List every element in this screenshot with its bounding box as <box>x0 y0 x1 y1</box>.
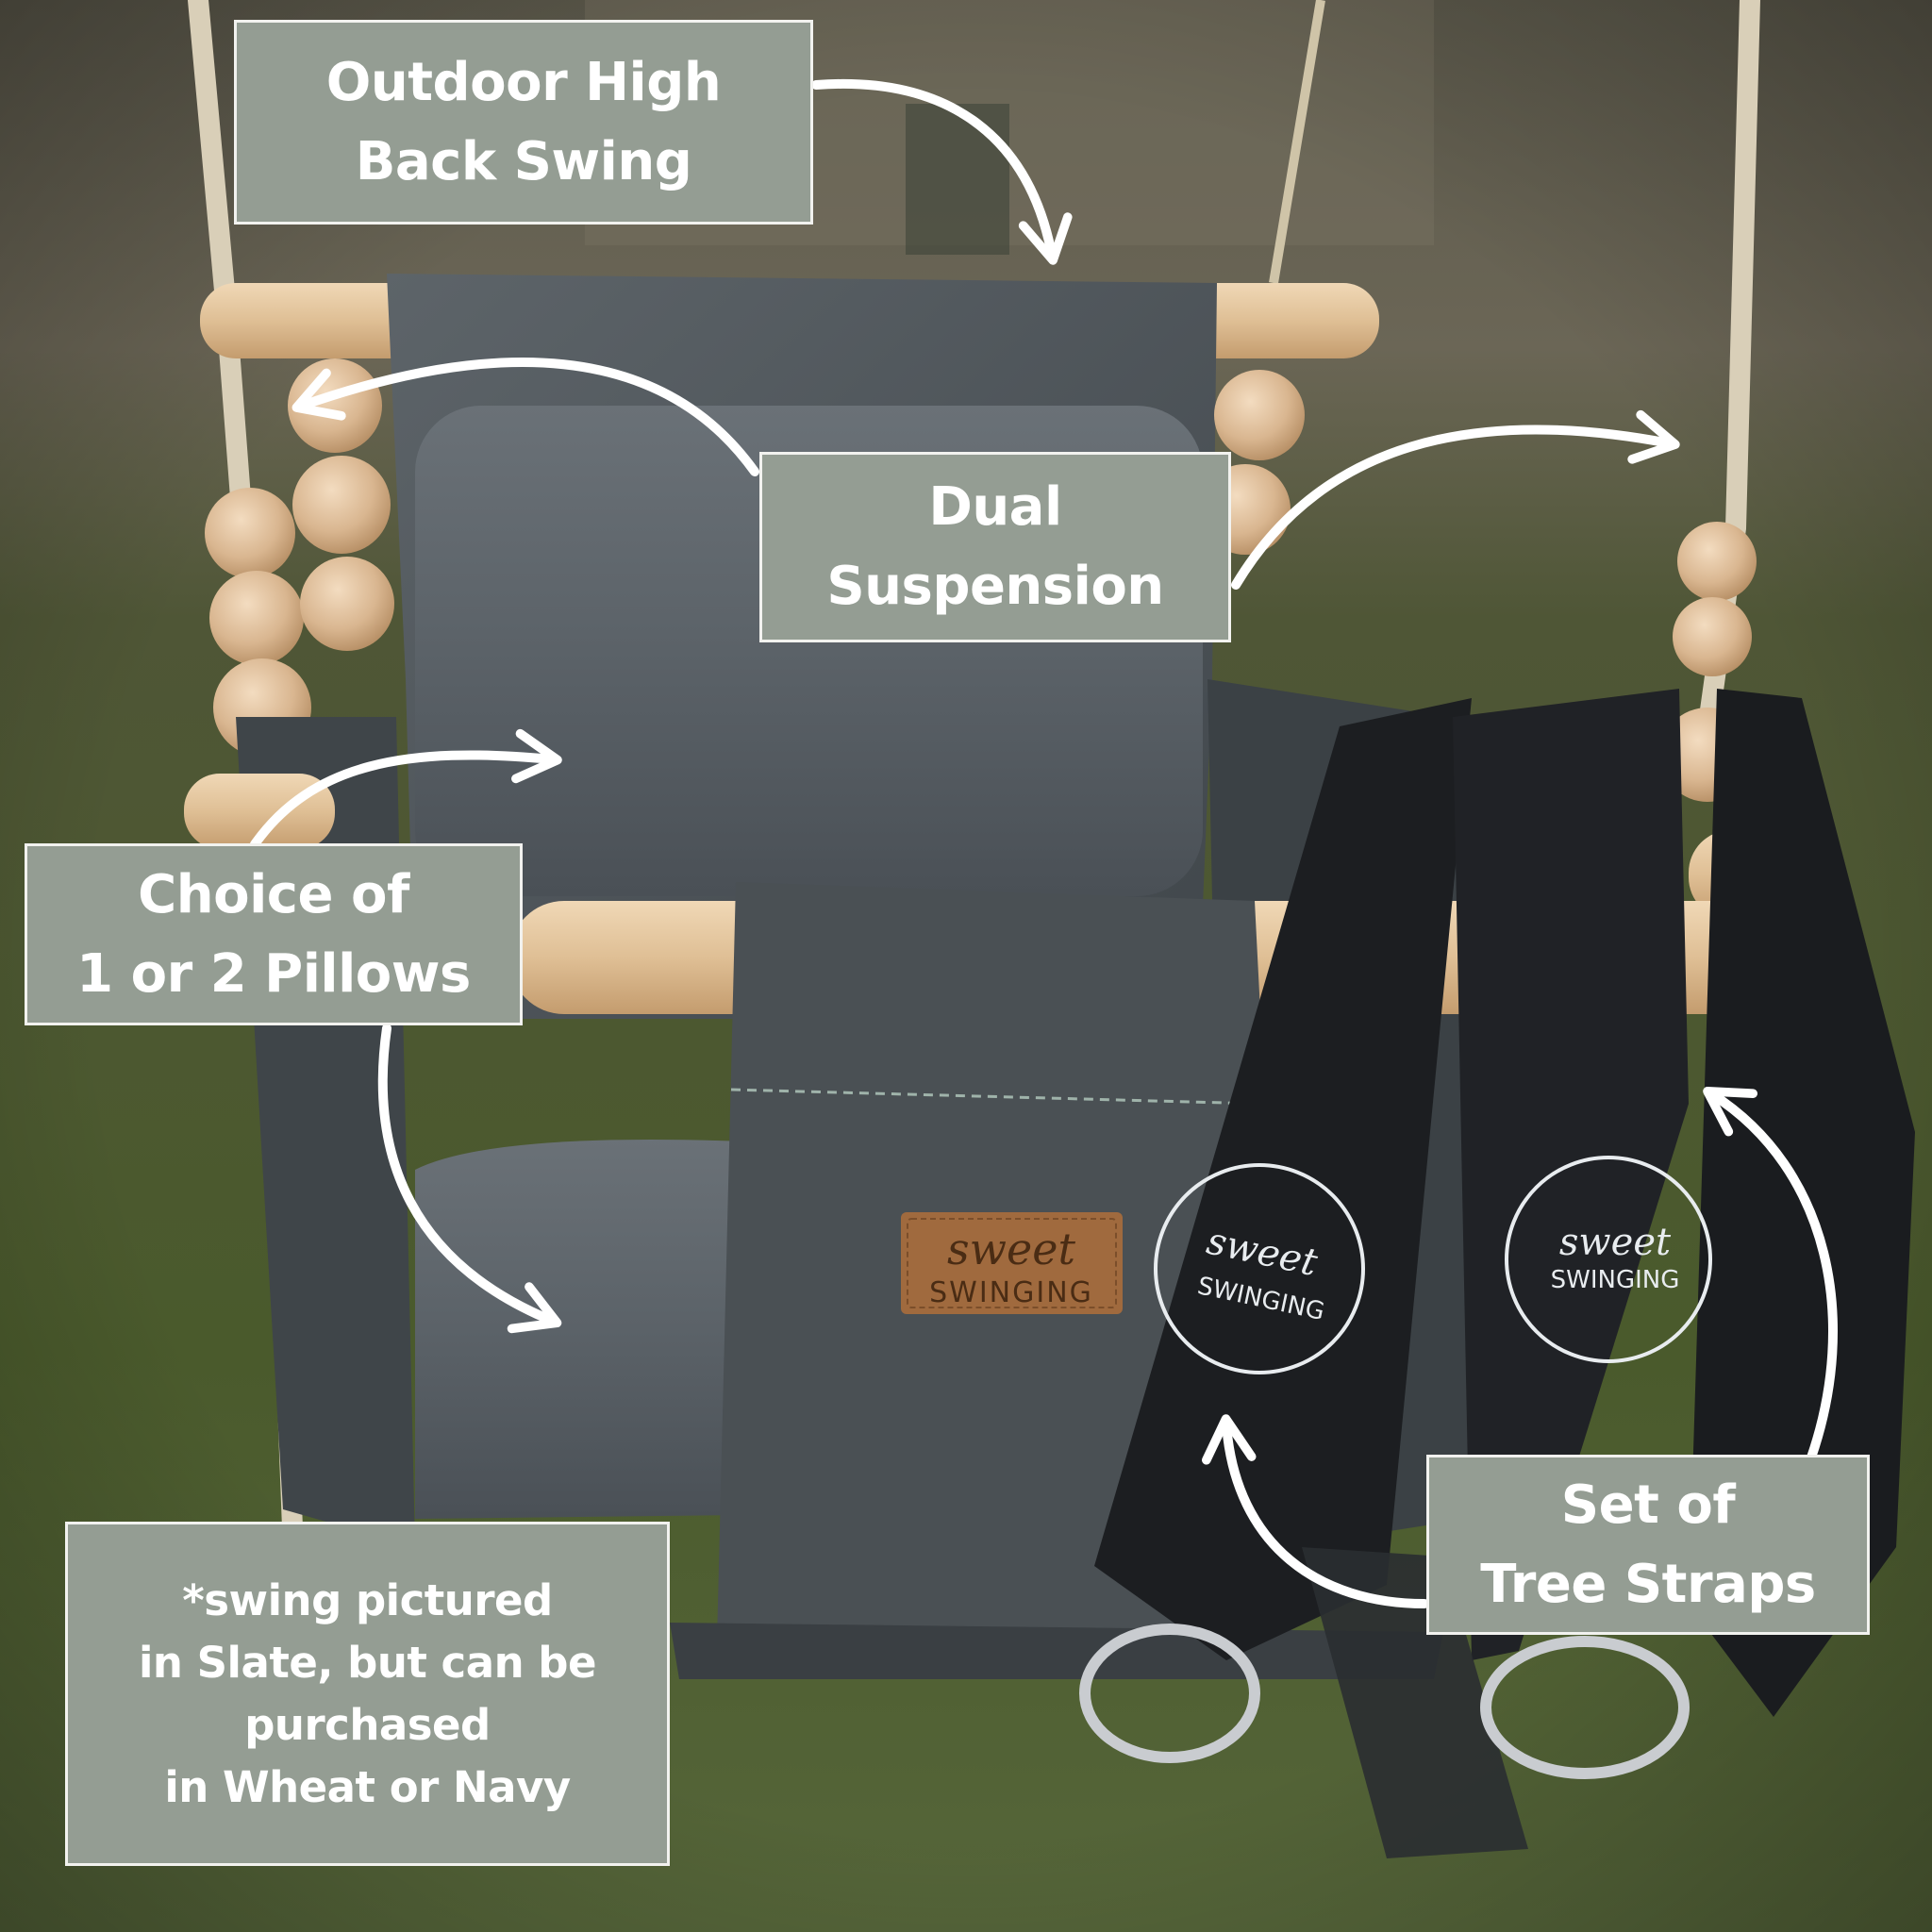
tree-strap-right <box>1453 689 1689 1660</box>
arrow-dual-right <box>1231 409 1680 590</box>
callout-pillows-line1: Choice of <box>138 863 409 925</box>
tree-strap-hanging <box>1302 1547 1528 1858</box>
callout-dual-line1: Dual <box>928 476 1062 538</box>
callout-high-back-line2: Back Swing <box>355 130 692 192</box>
callout-high-back-swing: Outdoor High Back Swing <box>234 20 813 225</box>
callout-note-line3: purchased <box>244 1699 491 1750</box>
callout-dual-line2: Suspension <box>826 556 1164 617</box>
metal-ring-right <box>1480 1636 1690 1779</box>
callout-tree-straps: Set of Tree Straps <box>1426 1455 1870 1635</box>
callout-note-line4: in Wheat or Navy <box>164 1761 571 1812</box>
tree-strap-left <box>1094 698 1472 1660</box>
callout-note-line2: in Slate, but can be <box>138 1637 597 1688</box>
patch-caps-text: SWINGING <box>929 1276 1093 1309</box>
strap-right-caps-text: SWINGING <box>1551 1266 1680 1294</box>
callout-straps-line2: Tree Straps <box>1480 1553 1816 1615</box>
metal-ring-left <box>1079 1624 1260 1763</box>
callout-straps-line1: Set of <box>1560 1474 1736 1536</box>
arrow-pillow-back <box>250 728 562 849</box>
callout-high-back-line1: Outdoor High <box>325 51 722 113</box>
side-dowel-left <box>184 774 335 849</box>
arrow-straps-right <box>1703 1086 1838 1462</box>
arrow-high-back <box>811 79 1073 265</box>
callout-dual-suspension: Dual Suspension <box>759 452 1231 642</box>
patch-script-text: sweet <box>947 1224 1075 1274</box>
arrow-dual-left <box>291 358 759 476</box>
callout-color-note: *swing pictured in Slate, but can be pur… <box>65 1522 670 1866</box>
arrow-straps-left <box>1202 1414 1429 1608</box>
callout-pillows: Choice of 1 or 2 Pillows <box>25 843 523 1025</box>
strap-logo-right <box>1505 1156 1712 1363</box>
leather-brand-patch <box>901 1212 1123 1314</box>
rope-back-center <box>1269 0 1325 284</box>
callout-pillows-line2: 1 or 2 Pillows <box>76 942 471 1005</box>
strap-right-script-text: sweet <box>1559 1221 1672 1264</box>
callout-note-line1: *swing pictured <box>182 1574 553 1625</box>
arrow-pillow-seat <box>377 1024 562 1334</box>
front-flap-stitch <box>730 1088 1260 1106</box>
strap-logo-left <box>1154 1163 1365 1374</box>
